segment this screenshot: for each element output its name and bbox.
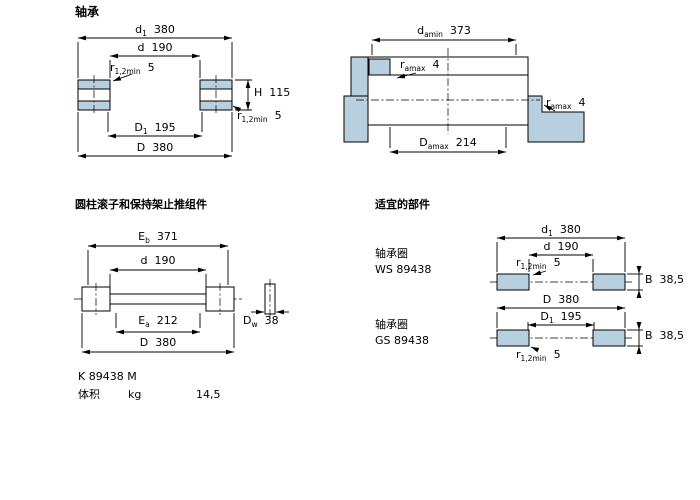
- bearing-section-title: 轴承: [75, 5, 100, 19]
- assembly-designation: K 89438 M: [78, 370, 137, 383]
- gs-type-label: 轴承圈: [375, 318, 408, 331]
- mass-label: 体积: [78, 388, 100, 401]
- ws-designation: WS 89438: [375, 263, 432, 276]
- mass-value: 14,5: [196, 388, 221, 401]
- ws-type-label: 轴承圈: [375, 247, 408, 260]
- mass-unit: kg: [128, 388, 142, 401]
- components-section-title: 适宜的部件: [375, 198, 430, 211]
- bearing-cross-section-drawing: [77, 35, 252, 159]
- shaft-washer-drawing: [490, 235, 643, 298]
- housing-washer-drawing: [490, 305, 643, 354]
- assembly-section-title: 圆柱滚子和保持架止推组件: [75, 198, 207, 211]
- roller-cage-assembly-drawing: [74, 243, 289, 355]
- gs-designation: GS 89438: [375, 334, 429, 347]
- abutment-dimensions-drawing: [343, 37, 585, 155]
